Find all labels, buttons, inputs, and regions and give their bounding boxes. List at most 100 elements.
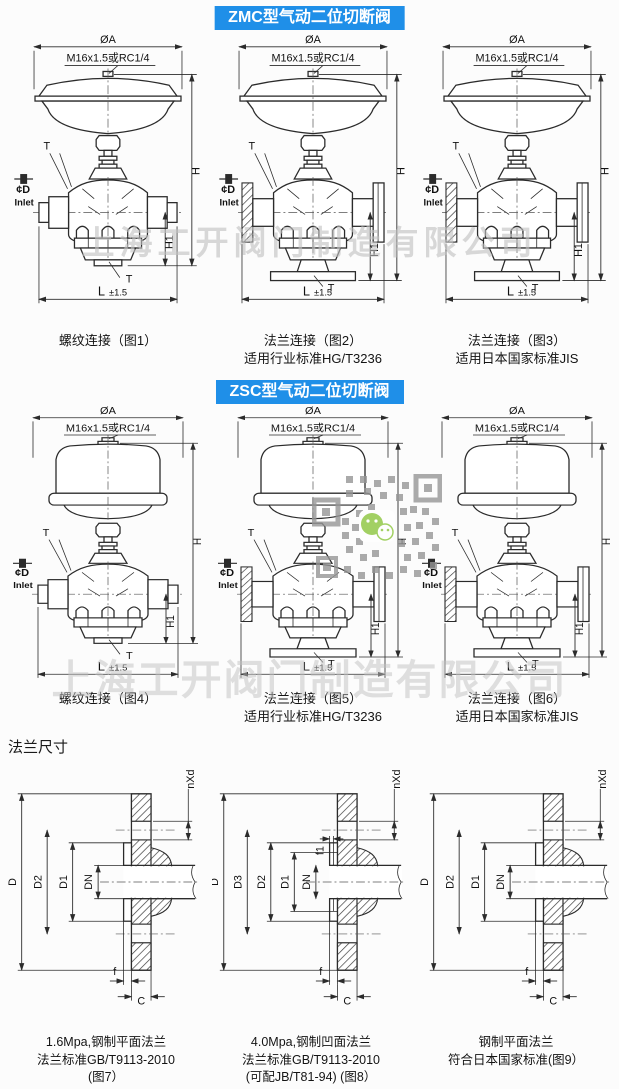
inlet-port-icon [225,174,233,184]
dimension-annotations: D D3 D2 D1 DN f1 nXd f C [212,770,403,1008]
caption-line: 1.6Mpa,钢制平面法兰 [45,1035,167,1049]
header-zsc: ZSC型气动二位切断阀 [215,380,404,404]
dim-l-tol: ±1.5 [109,287,127,297]
figure-flange-gb16: D D2 D1 DN nXd f C [7,770,201,1008]
dim-h1: H1 [370,622,383,635]
caption-fig9: 钢制平面法兰 符合日本国家标准(图9） [410,1034,619,1069]
dim-dia-a: ØA [100,406,116,417]
wechat-icon [359,510,395,542]
caption-fig2: 法兰连接（图2） 适用行业标准HG/T3236 [212,332,414,367]
dim-l-tol: ±1.5 [109,663,127,673]
caption-line: 法兰连接（图3） [467,333,567,348]
dim-d: D [7,878,19,886]
dim-t-upper: T [453,140,460,152]
dim-h1: H1 [165,615,178,628]
dim-t-upper: T [44,140,51,152]
dim-d2: D2 [32,875,44,889]
caption-subline: 适用行业标准HG/T3236 [244,708,382,724]
figure-zsc-flanged-hg: ØA M16x1.5或RC1/4 H H1 L ±1.5 T ¢D Inlet … [218,406,409,678]
dim-d2: D2 [444,875,456,889]
dim-c: C [343,996,351,1008]
dim-dia-a: ØA [100,34,116,46]
dim-f: f [113,966,116,978]
wechat-qr-watermark [312,474,442,579]
dim-h: H [192,538,205,545]
valve-drawing [237,67,389,282]
dim-dia-a: ØA [509,406,525,417]
caption-subline: 适用日本国家标准JIS [455,708,579,724]
header-zmc-label: ZMC型气动二位切断阀 [228,9,391,26]
dim-t-lower: T [328,282,335,294]
caption-line: 法兰连接（图2） [263,333,363,348]
caption-subline: 适用行业标准HG/T3236 [244,350,382,366]
qr-finder-top-right [413,474,442,503]
dim-nxd: nXd [185,770,197,789]
dimension-annotations: ØA M16x1.5或RC1/4 H H1 L ±1.5 T ¢D Inlet … [423,34,612,304]
valve-drawing [31,434,185,644]
caption-line: 法兰标准GB/T9113-2010 [241,1052,381,1067]
flange-section-title: 法兰尺寸 [8,739,69,756]
dim-l: L [507,283,514,298]
valve-drawing [441,67,593,282]
inlet-label: Inlet [13,580,33,590]
dim-thread: M16x1.5或RC1/4 [475,423,559,434]
header-zmc: ZMC型气动二位切断阀 [214,6,405,30]
dim-dia-a: ØA [509,34,525,46]
caption-line: 螺纹连接（图1） [58,333,158,348]
dim-l: L [507,660,514,673]
qr-finder-bottom-left [316,556,338,578]
dim-f1: f1 [315,846,327,855]
dim-t-upper: T [452,527,459,538]
dimension-annotations: ØA M16x1.5或RC1/4 H H1 L ±1.5 T ¢D Inlet … [218,406,409,678]
dim-h1: H1 [369,243,381,257]
dim-thread: M16x1.5或RC1/4 [271,423,355,434]
caption-line: 符合日本国家标准(图9） [447,1052,585,1067]
figure-flange-jis: D D2 D1 DN nXd f C [419,770,613,1008]
dim-l-tol: ±1.5 [518,287,536,297]
inlet-label: Inlet [220,198,239,208]
caption-line: (可配JB/T81-94) (图8） [245,1070,377,1084]
dim-thread: M16x1.5或RC1/4 [271,52,354,65]
dimension-annotations: D D2 D1 DN nXd f C [7,770,197,1008]
dim-c: C [549,996,557,1008]
caption-fig6: 法兰连接（图6） 适用日本国家标准JIS [416,690,618,725]
dim-l: L [303,283,310,298]
flange-drawing [512,793,613,971]
dimension-annotations: D D2 D1 DN nXd f C [419,770,609,1008]
dim-t-lower: T [532,282,539,294]
inlet-label: Inlet [218,580,238,590]
caption-line: 法兰连接（图6） [467,691,567,706]
dim-h: H [600,167,612,175]
dim-dia-d: ¢D [15,567,29,578]
dim-dia-d: ¢D [424,567,438,578]
caption-line: 法兰标准GB/T9113-2010 [36,1052,176,1067]
dim-t-upper: T [43,527,50,538]
dim-t-lower: T [126,274,133,286]
dim-d1: D1 [470,875,482,889]
inlet-label: Inlet [422,580,442,590]
dim-l: L [303,660,310,673]
dim-dn: DN [83,874,95,890]
dim-dia-a: ØA [305,34,321,46]
valve-drawing [440,434,594,658]
caption-line: (图7） [87,1070,125,1084]
dim-t-upper: T [249,140,256,152]
dim-d2: D2 [256,875,268,889]
dim-dn: DN [301,874,313,890]
dim-h1: H1 [164,235,176,249]
dim-h1: H1 [573,243,585,257]
dimension-annotations: ØA M16x1.5或RC1/4 H H1 L ±1.5 T ¢D Inlet … [14,34,203,304]
inlet-port-icon [20,174,28,184]
caption-subline: 适用日本国家标准JIS [455,350,579,366]
dim-l-tol: ±1.5 [314,663,332,673]
dim-l-tol: ±1.5 [518,663,536,673]
dim-f: f [319,966,322,978]
dim-dia-a: ØA [305,406,321,417]
valve-drawing [32,67,184,267]
dim-d: D [419,878,431,886]
dim-d3: D3 [232,875,244,889]
dimension-annotations: ØA M16x1.5或RC1/4 H H1 L ±1.5 T ¢D Inlet … [422,406,613,678]
caption-fig5: 法兰连接（图5） 适用行业标准HG/T3236 [212,690,414,725]
qr-finder-left [312,497,341,527]
